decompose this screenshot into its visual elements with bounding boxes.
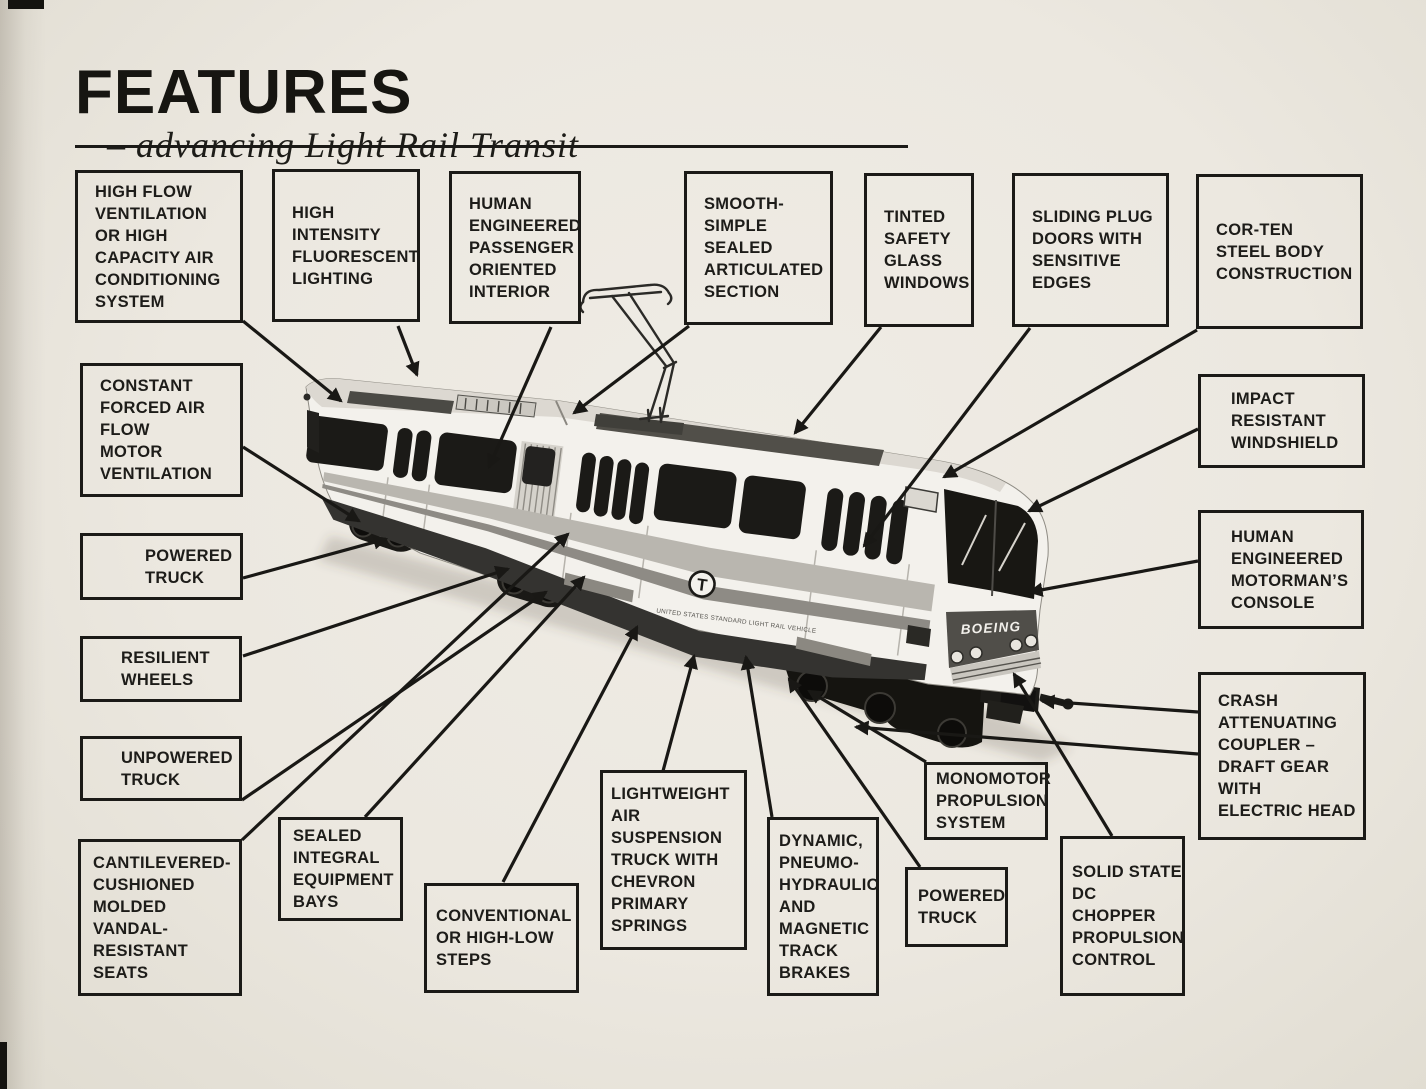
headlights xyxy=(950,634,1038,664)
boeing-logotype: BOEING xyxy=(960,619,1021,637)
articulation-roof-joint xyxy=(555,400,568,426)
line-powered-truck-rear xyxy=(242,535,389,580)
callout-tinted-windows: TINTED SAFETY GLASS WINDOWS xyxy=(864,173,974,327)
route-sign xyxy=(903,486,939,513)
callout-impact-windshield: IMPACT RESISTANT WINDSHIELD xyxy=(1198,374,1365,468)
callout-label: CANTILEVERED- CUSHIONED MOLDED VANDAL- R… xyxy=(93,853,231,982)
side-band-stripe xyxy=(322,484,931,634)
callout-label: COR-TEN STEEL BODY CONSTRUCTION xyxy=(1216,220,1353,283)
car-side: T UNITED STATES STANDARD LIGHT RAIL VEHI… xyxy=(306,415,935,681)
line-vandal-resistant-seats xyxy=(240,532,570,842)
line-passenger-interior xyxy=(487,326,553,470)
line-impact-windshield xyxy=(1027,427,1199,513)
svg-text:T: T xyxy=(696,575,709,595)
line-fluorescent-lighting xyxy=(396,325,420,378)
t-logo: T xyxy=(688,570,716,598)
callout-vandal-resistant-seats: CANTILEVERED- CUSHIONED MOLDED VANDAL- R… xyxy=(78,839,242,996)
callout-fluorescent-lighting: HIGH INTENSITY FLUORESCENT LIGHTING xyxy=(272,169,420,322)
callout-crash-coupler: CRASH ATTENUATING COUPLER – DRAFT GEAR W… xyxy=(1198,672,1366,840)
line-tinted-windows xyxy=(793,325,883,435)
callout-label: SOLID STATE DC CHOPPER PROPULSION CONTRO… xyxy=(1072,863,1185,969)
roof-vent-unit xyxy=(455,394,537,418)
callout-articulated-section: SMOOTH- SIMPLE SEALED ARTICULATED SECTIO… xyxy=(684,171,833,325)
page-header: FEATURES– advancing Light Rail Transit xyxy=(75,62,915,166)
scan-corner-mark xyxy=(0,1042,7,1089)
line-high-flow-ventilation xyxy=(241,319,343,403)
door-step-front xyxy=(795,636,872,667)
callout-label: SEALED INTEGRAL EQUIPMENT BAYS xyxy=(293,827,394,911)
callout-label: HIGH INTENSITY FLUORESCENT LIGHTING xyxy=(292,203,420,288)
side-band-light xyxy=(323,472,935,612)
callout-high-flow-ventilation: HIGH FLOW VENTILATION OR HIGH CAPACITY A… xyxy=(75,170,243,323)
callout-powered-truck-rear: POWERED TRUCK xyxy=(80,533,243,600)
line-air-suspension-truck xyxy=(661,653,698,772)
callout-sliding-plug-doors: SLIDING PLUG DOORS WITH SENSITIVE EDGES xyxy=(1012,173,1169,327)
line-dc-chopper-control xyxy=(1012,672,1114,837)
callout-cor-ten-body: COR-TEN STEEL BODY CONSTRUCTION xyxy=(1196,174,1363,329)
callout-equipment-bays: SEALED INTEGRAL EQUIPMENT BAYS xyxy=(278,817,403,921)
line-resilient-wheels xyxy=(242,565,511,658)
line-track-brakes xyxy=(740,654,774,818)
wipers xyxy=(961,514,1026,572)
line-equipment-bays xyxy=(363,575,586,819)
callout-label: CONVENTIONAL OR HIGH-LOW STEPS xyxy=(436,907,572,969)
callout-label: RESILIENT WHEELS xyxy=(121,649,210,689)
callout-label: CRASH ATTENUATING COUPLER – DRAFT GEAR W… xyxy=(1218,692,1356,820)
callout-monomotor-propulsion: MONOMOTOR PROPULSION SYSTEM xyxy=(924,762,1051,840)
callout-label: SMOOTH- SIMPLE SEALED ARTICULATED SECTIO… xyxy=(704,195,824,301)
callout-label: HIGH FLOW VENTILATION OR HIGH CAPACITY A… xyxy=(95,182,221,311)
callout-label: POWERED TRUCK xyxy=(918,887,1006,927)
line-articulated-section xyxy=(572,324,690,415)
line-sliding-plug-doors xyxy=(862,327,1032,548)
callout-label: MONOMOTOR PROPULSION SYSTEM xyxy=(936,770,1052,832)
callout-motormans-console: HUMAN ENGINEERED MOTORMAN’S CONSOLE xyxy=(1198,510,1364,629)
roof-ac-grille xyxy=(347,391,454,414)
line-motormans-console xyxy=(1027,559,1199,597)
pantograph-base xyxy=(594,414,684,435)
line-crash-draft-gear xyxy=(853,720,1199,756)
line-monomotor-propulsion xyxy=(807,689,927,764)
windshield xyxy=(944,489,1038,599)
callout-label: UNPOWERED TRUCK xyxy=(121,748,233,789)
callout-label: POWERED TRUCK xyxy=(145,546,233,587)
rear-marker-light xyxy=(303,393,311,401)
callout-label: LIGHTWEIGHT AIR SUSPENSION TRUCK WITH CH… xyxy=(611,785,730,935)
callout-lines xyxy=(240,319,1199,883)
callout-powered-truck-front: POWERED TRUCK xyxy=(905,867,1008,947)
callout-track-brakes: DYNAMIC, PNEUMO- HYDRAULIC AND MAGNETIC … xyxy=(767,817,879,996)
callout-motor-ventilation: CONSTANT FORCED AIR FLOW MOTOR VENTILATI… xyxy=(80,363,243,497)
callout-label: IMPACT RESISTANT WINDSHIELD xyxy=(1231,390,1339,452)
line-powered-truck-front xyxy=(787,677,922,868)
line-motor-ventilation xyxy=(242,445,361,523)
line-crash-coupler xyxy=(1039,694,1199,714)
callout-high-low-steps: CONVENTIONAL OR HIGH-LOW STEPS xyxy=(424,883,579,993)
callout-dc-chopper-control: SOLID STATE DC CHOPPER PROPULSION CONTRO… xyxy=(1060,836,1185,996)
callout-label: DYNAMIC, PNEUMO- HYDRAULIC AND MAGNETIC … xyxy=(779,831,879,982)
title-rule xyxy=(75,145,908,148)
callout-unpowered-truck: UNPOWERED TRUCK xyxy=(80,736,242,801)
callout-label: CONSTANT FORCED AIR FLOW MOTOR VENTILATI… xyxy=(100,377,213,483)
boeing-panel xyxy=(946,610,1039,668)
callout-label: HUMAN ENGINEERED MOTORMAN’S CONSOLE xyxy=(1231,527,1349,612)
callout-label: TINTED SAFETY GLASS WINDOWS xyxy=(884,208,970,292)
page-edge-shadow xyxy=(0,0,46,1089)
line-high-low-steps xyxy=(501,625,639,883)
scan-corner-mark xyxy=(8,0,44,9)
cab-front: BOEING xyxy=(903,486,1042,684)
side-vent-box xyxy=(906,625,931,647)
callout-resilient-wheels: RESILIENT WHEELS xyxy=(80,636,242,702)
pantograph xyxy=(579,283,678,424)
page-title: FEATURES xyxy=(75,58,413,127)
rear-corner-window xyxy=(307,410,319,453)
callout-passenger-interior: HUMAN ENGINEERED PASSENGER ORIENTED INTE… xyxy=(449,171,581,324)
line-cor-ten-body xyxy=(942,328,1198,479)
callout-label: HUMAN ENGINEERED PASSENGER ORIENTED INTE… xyxy=(469,194,582,301)
callout-air-suspension-truck: LIGHTWEIGHT AIR SUSPENSION TRUCK WITH CH… xyxy=(600,770,747,950)
callout-label: SLIDING PLUG DOORS WITH SENSITIVE EDGES xyxy=(1032,208,1153,292)
